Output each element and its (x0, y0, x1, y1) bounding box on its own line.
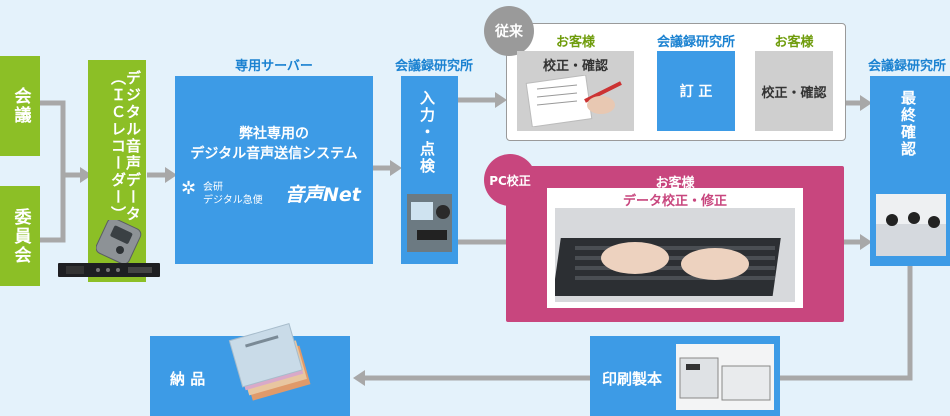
step1-caption: お客様 (555, 35, 595, 50)
books-icon (228, 323, 311, 401)
step3-caption: お客様 (774, 35, 814, 50)
committee-box: 委員会 (0, 186, 40, 286)
server-box: 弊社専用の デジタル音声送信システム ✲ 会研 デジタル急便 音声Net (175, 76, 373, 264)
print-label: 印刷製本 (602, 370, 663, 388)
step2-label: 訂 正 (679, 84, 713, 100)
keyboard-photo (555, 208, 795, 302)
arrow-committee (40, 175, 66, 243)
final-caption: 会議録研究所 (867, 59, 946, 74)
final-label: 最終確認 (899, 90, 917, 158)
step3-box: 校正・確認 (755, 51, 833, 131)
step3-label: 校正・確認 (761, 85, 827, 101)
pc-label: データ校正・修正 (622, 194, 727, 209)
meeting-box: 会議 (0, 56, 40, 156)
onsei-net-logo: ✲ 会研 デジタル急便 音声Net (181, 178, 369, 208)
logo-brand: 音声Net (285, 184, 361, 206)
input-caption: 会議録研究所 (394, 59, 473, 74)
logo-small-1: 会研 (203, 182, 223, 193)
office-photo (876, 194, 946, 256)
arrow-final-print (780, 266, 913, 381)
typing-photo-image (407, 194, 452, 252)
logo-small-2: デジタル急便 (203, 195, 263, 206)
pc-badge: PC校正 (484, 154, 536, 206)
ic-recorder-icon (96, 220, 142, 264)
printer-photo (676, 344, 774, 410)
server-caption: 専用サーバー (235, 59, 313, 74)
input-check-box: 入力・点検 (401, 76, 458, 264)
step1-box: 校正・確認 (517, 51, 634, 131)
committee-label: 委員会 (10, 207, 31, 265)
arrow-meeting (40, 100, 80, 178)
typing-photo (407, 194, 452, 252)
proofreading-icon (525, 75, 622, 127)
pc-caption: お客様 (655, 176, 695, 191)
final-box: 最終確認 (870, 76, 950, 266)
pc-inner: データ校正・修正 (547, 188, 803, 308)
step1-label: 校正・確認 (542, 59, 608, 74)
server-title-line2: デジタル音声送信システム (190, 146, 358, 162)
conventional-badge: 従来 (484, 6, 534, 56)
office-photo-image (876, 194, 946, 256)
people-icon: ✲ (181, 178, 197, 199)
meeting-label: 会議 (10, 87, 31, 125)
step2-box: 訂 正 (657, 51, 735, 131)
rack-recorder-icon (58, 263, 160, 277)
print-box: 印刷製本 (590, 336, 780, 416)
server-title-line1: 弊社専用の (239, 126, 309, 142)
input-check-label: 入力・点検 (418, 90, 436, 175)
step2-caption: 会議録研究所 (656, 35, 735, 50)
recorder-label: デジタル音声データ（ＩＣレコーダー） (109, 70, 142, 223)
pc-frame: お客様 データ校正・修正 (506, 166, 844, 322)
deliver-label: 納 品 (170, 370, 206, 388)
